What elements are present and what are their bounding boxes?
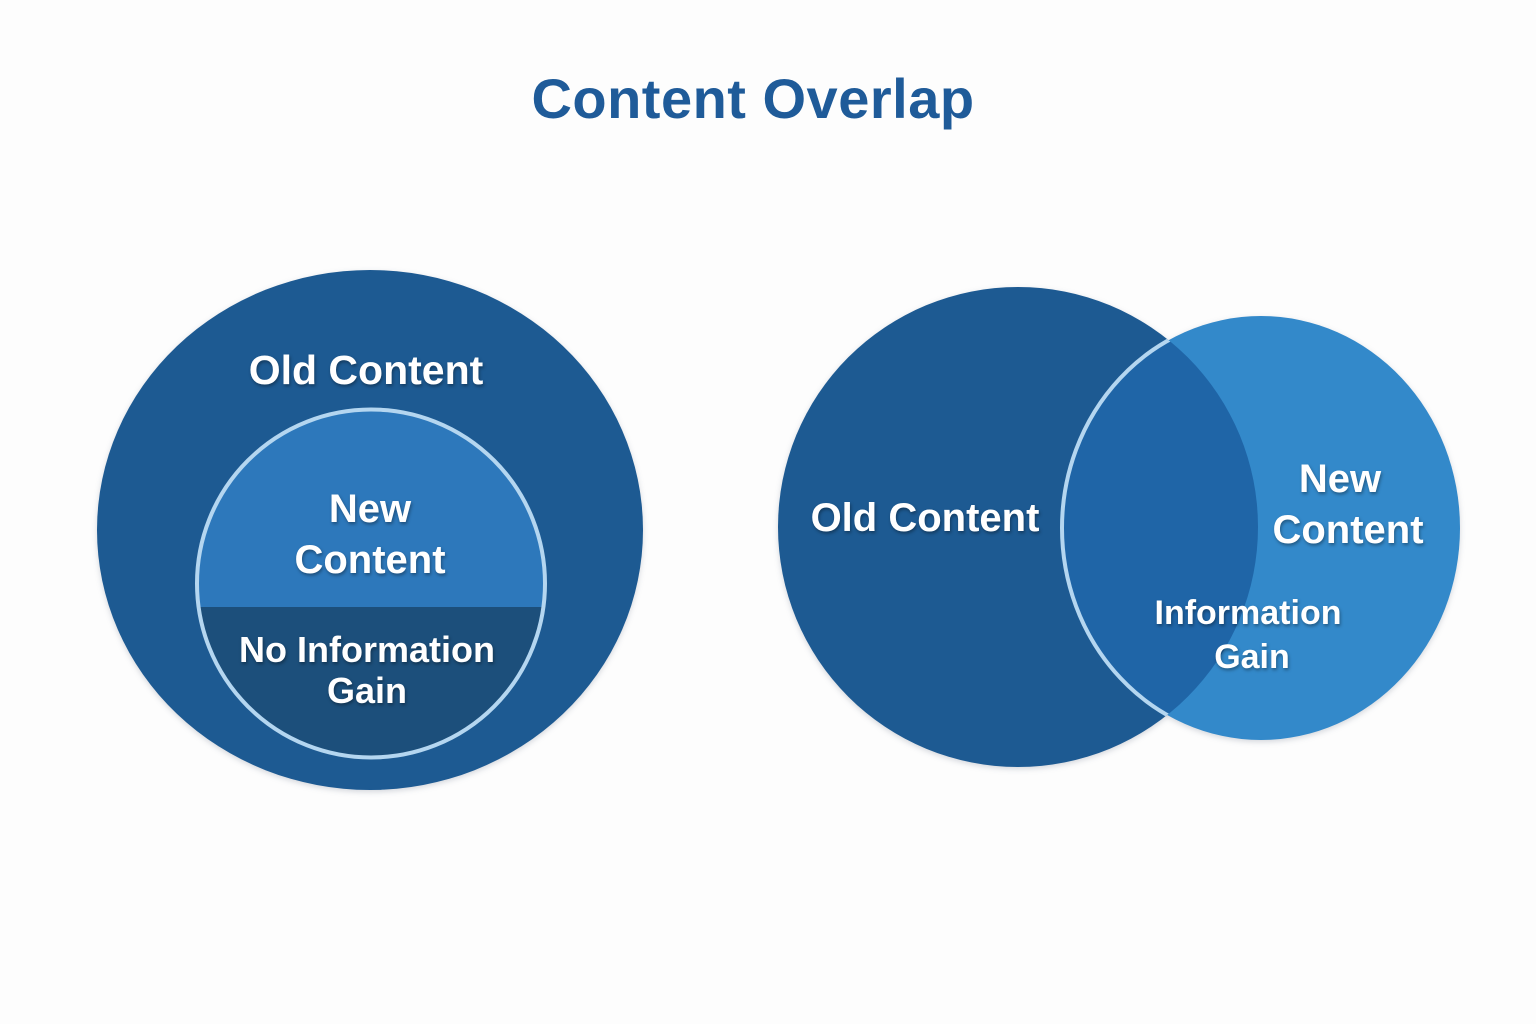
left-new-content-label-line2: Content (294, 538, 445, 582)
left-new-content-label-line1: New (329, 487, 412, 531)
left-no-gain-label-line2: Gain (327, 670, 407, 711)
right-new-content-label-line2: Content (1272, 508, 1423, 552)
overlap-region (1060, 314, 1258, 742)
left-venn-nested: Old Content New Content No Information G… (97, 270, 643, 790)
overlap-fill (1060, 314, 1258, 742)
inner-circle-ring (195, 407, 547, 760)
right-venn-overlap: Old Content New Content Information Gain (778, 287, 1460, 767)
right-gain-label-line1: Information (1155, 594, 1342, 632)
left-old-content-label: Old Content (249, 347, 484, 393)
right-old-content-label: Old Content (811, 496, 1040, 540)
right-gain-label-line2: Gain (1214, 638, 1290, 676)
page-title: Content Overlap (531, 67, 975, 130)
right-new-content-label-line1: New (1299, 457, 1382, 501)
left-no-gain-label-line1: No Information (239, 629, 495, 670)
